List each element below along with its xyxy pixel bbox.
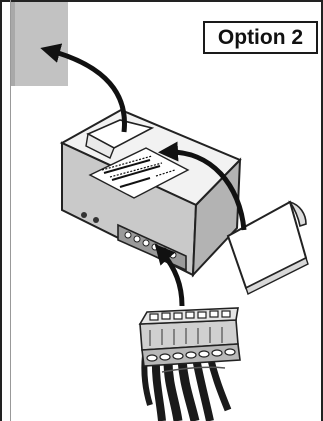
right-border [10, 0, 11, 421]
backing-film [85, 119, 155, 159]
led-right [93, 217, 99, 223]
left-border [0, 0, 2, 421]
option-badge: Option 2 [203, 21, 318, 54]
top-border [0, 0, 323, 2]
arrow-apply-pad [158, 141, 247, 231]
adhesive-pad [226, 200, 309, 295]
wire-connector [138, 307, 241, 367]
arrow-peel-film [40, 43, 127, 133]
right-edge-border [321, 0, 323, 421]
option-badge-label: Option 2 [217, 25, 304, 49]
led-left [81, 212, 87, 218]
arrow-insert-connector [154, 244, 185, 307]
placeholder-box-edge [11, 2, 15, 86]
placeholder-box [11, 2, 68, 86]
